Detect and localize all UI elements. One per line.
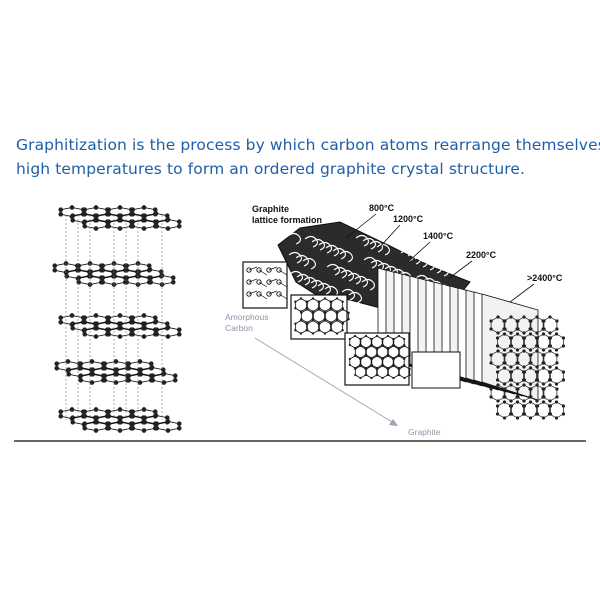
graphite-layer	[58, 407, 182, 433]
temperature-label-2400: >2400°C	[527, 273, 563, 283]
graphite-layer	[58, 205, 182, 231]
lattice-formation-title-line-1: Graphite	[252, 204, 289, 214]
temperature-label-2200: 2200°C	[466, 250, 497, 260]
graphitization-progression: Graphite lattice formation 800°C 1200°C …	[225, 203, 566, 437]
temperature-leader-lines	[345, 213, 535, 303]
graphite-layer	[54, 359, 178, 385]
graphite-layer	[58, 313, 182, 339]
temperature-label-1400: 1400°C	[423, 231, 454, 241]
progression-arrow	[254, 337, 398, 426]
temperature-label-1200: 1200°C	[393, 214, 424, 224]
amorphous-carbon-label-line-2: Carbon	[225, 323, 253, 333]
graphite-layer	[52, 261, 176, 287]
graphite-label: Graphite	[408, 427, 441, 437]
graphite-sheets	[377, 267, 539, 401]
zoom-panel-1	[242, 261, 288, 309]
lattice-formation-title-line-2: lattice formation	[252, 215, 322, 225]
graphite-layer-stack	[52, 205, 182, 433]
amorphous-carbon-label-line-1: Amorphous	[225, 312, 268, 322]
headline-line-2: high temperatures to form an ordered gra…	[16, 160, 526, 178]
temperature-label-800: 800°C	[369, 203, 395, 213]
zoom-panel-2	[290, 294, 350, 340]
headline-line-1: Graphitization is the process by which c…	[16, 136, 600, 154]
ordered-graphite-mesh	[489, 315, 566, 420]
zoom-panel-3	[344, 332, 411, 386]
headline: Graphitization is the process by which c…	[16, 133, 600, 181]
